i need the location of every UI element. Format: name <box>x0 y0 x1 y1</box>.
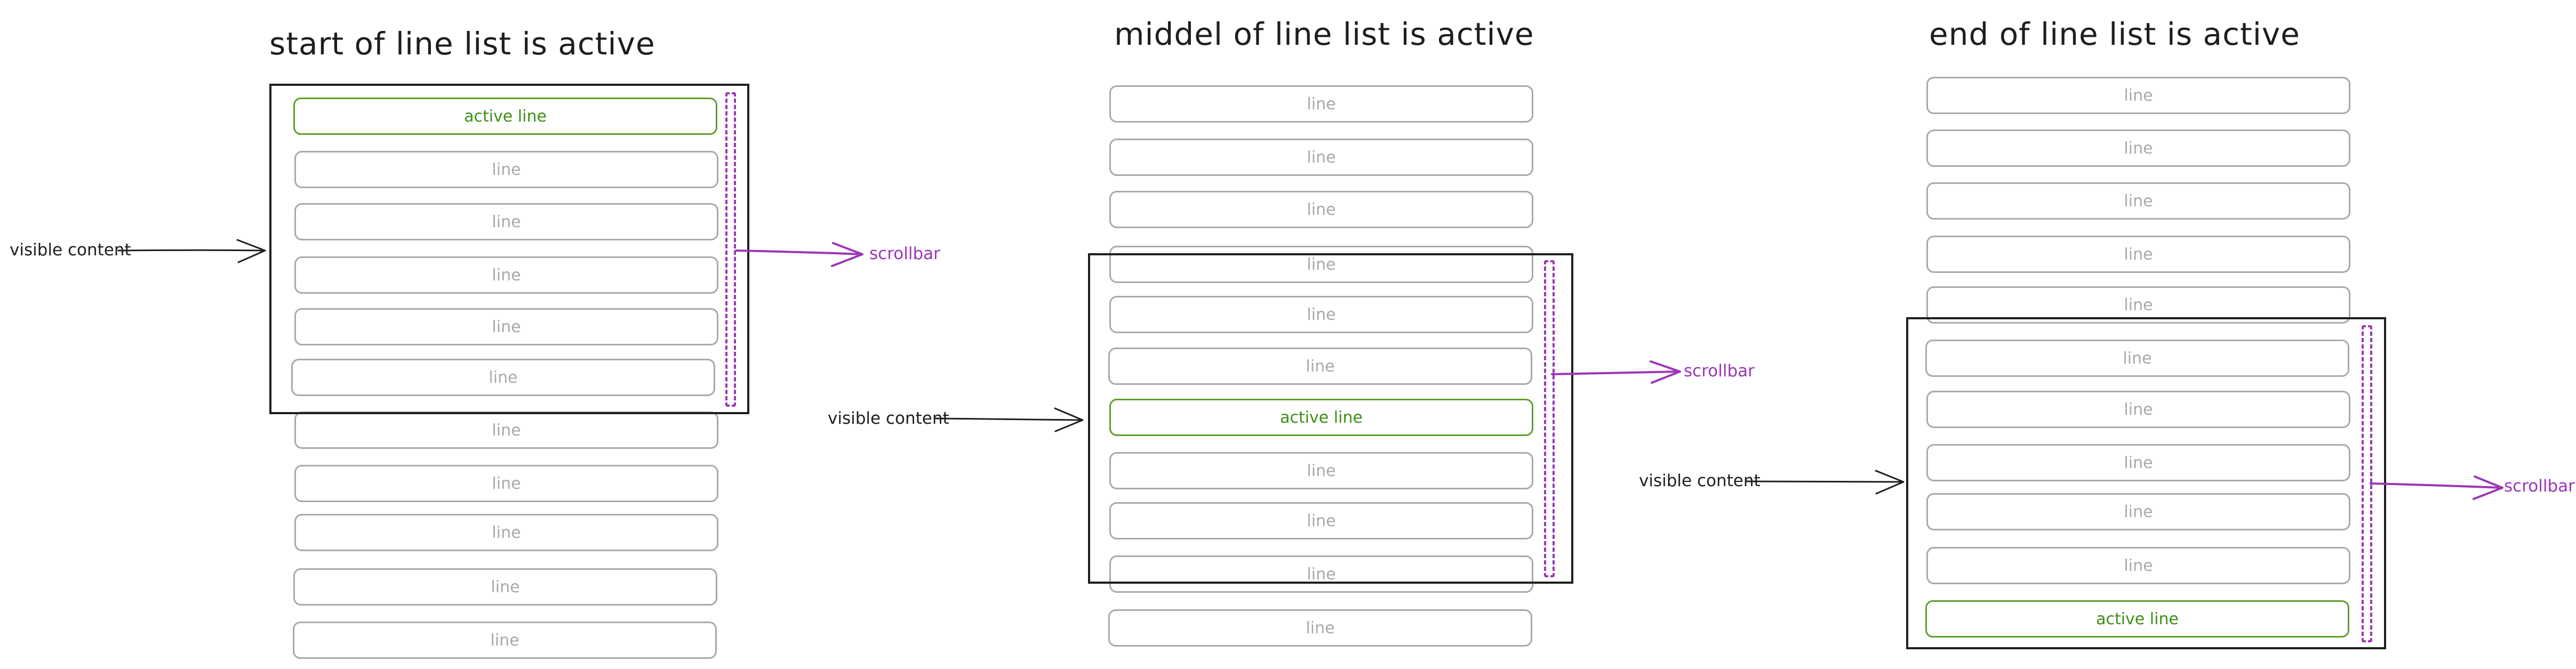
list-row: line <box>294 151 718 188</box>
list-row: line <box>293 622 717 659</box>
scrollbar[interactable] <box>1544 260 1555 577</box>
list-row-active: active line <box>1925 600 2349 638</box>
panel-start-active: start of line list is active active line… <box>0 0 940 669</box>
list-row: line <box>1926 130 2350 167</box>
list-row: line <box>294 465 718 502</box>
list-row: line <box>1109 246 1533 283</box>
scrollbar[interactable] <box>725 92 736 407</box>
visible-content-label: visible content <box>10 240 131 260</box>
list-row: line <box>291 359 715 396</box>
scrollbar-label: scrollbar <box>1684 361 1755 381</box>
panel-title: middel of line list is active <box>1114 16 1534 52</box>
list-row: line <box>1925 340 2349 377</box>
panel-title: start of line list is active <box>269 26 655 62</box>
list-row-active: active line <box>293 98 717 135</box>
list-row: line <box>1109 502 1533 539</box>
scrollbar-label: scrollbar <box>869 244 940 263</box>
list-row: line <box>1926 236 2350 273</box>
list-row: line <box>1926 182 2350 220</box>
list-row: line <box>1109 139 1533 176</box>
scrollbar-label: scrollbar <box>2504 477 2575 496</box>
list-row: line <box>1108 609 1532 647</box>
list-row: line <box>1926 444 2350 481</box>
list-row: line <box>1109 191 1533 228</box>
panel-end-active: end of line list is active line line lin… <box>1639 0 2576 669</box>
list-row: line <box>294 256 718 294</box>
panel-middle-active: middel of line list is active line line … <box>828 0 1755 669</box>
list-row: line <box>1109 555 1533 593</box>
visible-content-label: visible content <box>1639 471 1761 490</box>
visible-content-label: visible content <box>828 409 949 428</box>
list-row: line <box>294 412 718 449</box>
list-row: line <box>294 203 718 240</box>
list-row: line <box>1109 452 1533 489</box>
visible-viewport <box>269 84 749 414</box>
list-row: line <box>1109 296 1533 333</box>
list-row-active: active line <box>1109 399 1533 436</box>
panel-title: end of line list is active <box>1929 16 2300 52</box>
visible-viewport <box>1906 317 2386 649</box>
list-row: line <box>294 308 718 345</box>
list-row: line <box>1926 391 2350 428</box>
list-row: line <box>1109 85 1533 123</box>
list-row: line <box>1926 547 2350 584</box>
list-row: line <box>1926 77 2350 114</box>
list-row: line <box>1926 493 2350 530</box>
visible-viewport <box>1088 253 1573 584</box>
list-row: line <box>293 568 717 606</box>
list-row: line <box>294 514 718 551</box>
list-row: line <box>1108 348 1532 385</box>
scrollbar[interactable] <box>2362 325 2372 642</box>
